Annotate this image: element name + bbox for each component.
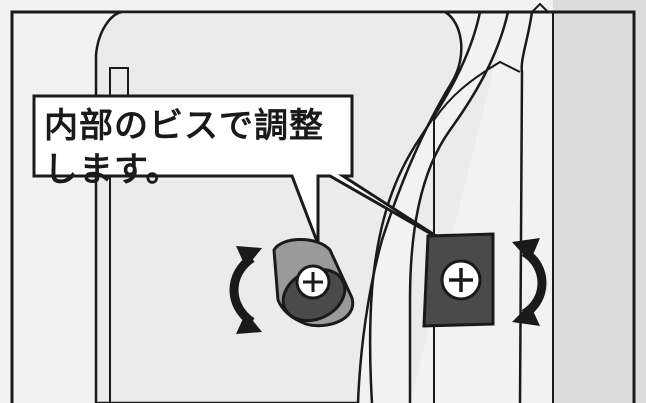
callout-bubble — [32, 94, 448, 245]
side-band-inner — [518, 11, 534, 403]
curved-double-arrow-icon — [512, 238, 547, 326]
top-right-tab — [531, 2, 549, 13]
side-band-outer — [368, 11, 482, 403]
left-screw-housing — [272, 238, 355, 328]
side-band-rib — [433, 60, 521, 403]
callout-text: 内部のビスで調整 します。 — [44, 104, 344, 192]
right-screw-block — [422, 232, 495, 328]
callout-line-1: 内部のビスで調整 — [44, 106, 324, 146]
side-strip — [553, 0, 646, 403]
curved-double-arrow-icon — [229, 246, 262, 334]
left-panel-inner-line — [109, 67, 129, 403]
callout-line-2: します。 — [44, 150, 181, 190]
